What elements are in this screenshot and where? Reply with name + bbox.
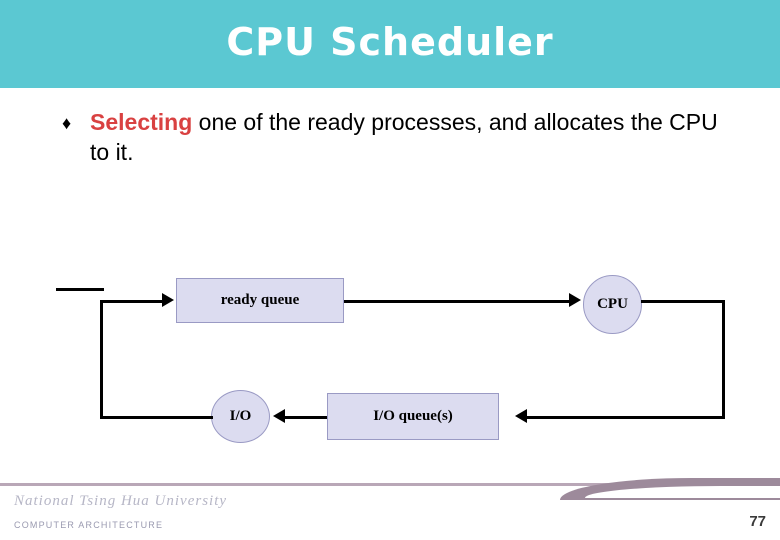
io-queue-label: I/O queue(s) (373, 408, 453, 424)
bottom-return-line (527, 416, 725, 419)
io-queue-box: I/O queue(s) (327, 393, 499, 440)
page-title: CPU Scheduler (226, 20, 554, 64)
cpu-node: CPU (583, 275, 642, 334)
io-input-arrow-icon (273, 409, 285, 423)
io-node: I/O (211, 390, 270, 443)
ready-queue-label: ready queue (220, 292, 300, 308)
right-down-line (722, 300, 725, 416)
cpu-label: CPU (597, 296, 628, 312)
bullet-rest-text: one of the ready processes, and allocate… (90, 109, 718, 165)
ready-queue-box: ready queue (176, 278, 344, 323)
io-queue-input-arrow-icon (515, 409, 527, 423)
bullet-marker-icon: ♦ (62, 113, 72, 133)
left-up-line (100, 300, 103, 419)
cpu-exit-line (641, 300, 725, 303)
scheduler-diagram: ready queue CPU I/O queue(s) I/O (0, 230, 780, 480)
ready-queue-input-line (100, 300, 162, 303)
university-name: National Tsing Hua University (14, 493, 228, 509)
page-number: 77 (749, 513, 766, 530)
title-banner (0, 0, 780, 88)
incoming-line-segment (56, 288, 104, 291)
ready-to-cpu-arrow-icon (569, 293, 581, 307)
ioqueue-to-io-line (285, 416, 327, 419)
ready-to-cpu-line (344, 300, 569, 303)
bullet-highlight-text: Selecting (90, 109, 193, 135)
footer-swoosh-inner-shape (585, 486, 780, 498)
io-exit-line (100, 416, 213, 419)
bullet-text: Selecting one of the ready processes, an… (90, 108, 722, 168)
footer-divider (0, 483, 780, 486)
io-label: I/O (229, 408, 252, 424)
ready-queue-input-arrow-icon (162, 293, 174, 307)
bullet-item: ♦ Selecting one of the ready processes, … (62, 108, 722, 168)
department-name: COMPUTER ARCHITECTURE (14, 520, 164, 530)
